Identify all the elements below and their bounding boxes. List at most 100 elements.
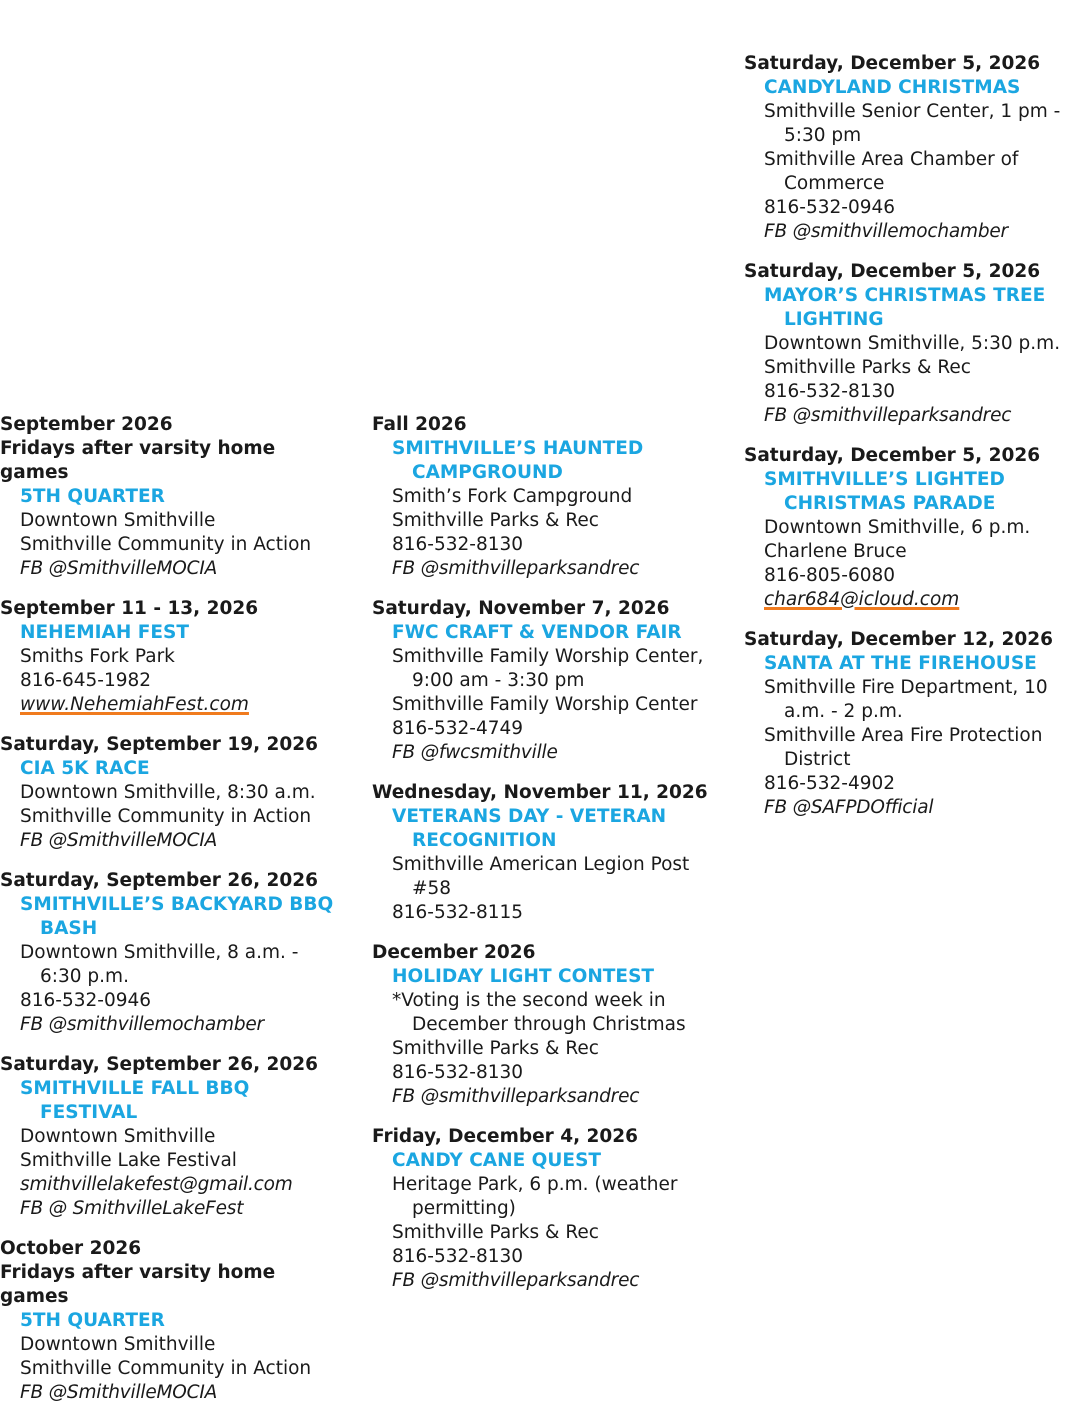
event-date: Fridays after varsity home games xyxy=(0,438,276,483)
event-detail: 816-532-8130 xyxy=(764,381,896,402)
event-contact: smithvillelakefest@gmail.com xyxy=(20,1174,293,1195)
event-detail: Smithville Area Chamber of Commerce xyxy=(764,149,1019,194)
event-detail: Smithville Community in Action xyxy=(20,806,312,827)
event-contact: FB @SmithvilleMOCIA xyxy=(20,830,218,851)
event-detail: Downtown Smithville, 6 p.m. xyxy=(764,517,1031,538)
event-detail: 816-532-8130 xyxy=(392,1062,524,1083)
event-detail: 816-532-8115 xyxy=(392,902,524,923)
event-contact: FB @ SmithvilleLakeFest xyxy=(20,1198,244,1219)
event-detail: Smithville American Legion Post #58 xyxy=(392,854,690,899)
event-title: SMITHVILLE’S LIGHTED CHRISTMAS PARADE xyxy=(764,469,1005,514)
event-contact: FB @SmithvilleMOCIA xyxy=(20,1382,218,1403)
event-contact: FB @smithvilleparksandrec xyxy=(392,1270,640,1291)
event-title: HOLIDAY LIGHT CONTEST xyxy=(392,966,655,987)
event-detail: Downtown Smithville, 8:30 a.m. xyxy=(20,782,316,803)
event-detail: Smithville Lake Festival xyxy=(20,1150,237,1171)
event-detail: Smithville Parks & Rec xyxy=(392,1222,599,1243)
event-detail: Smithville Fire Department, 10 a.m. - 2 … xyxy=(764,677,1048,722)
event-detail: Smithville Parks & Rec xyxy=(392,510,599,531)
event-detail: Downtown Smithville, 8 a.m. - 6:30 p.m. xyxy=(20,942,299,987)
event-detail: Downtown Smithville xyxy=(20,1334,216,1355)
event-detail: 816-532-0946 xyxy=(764,197,896,218)
event-date: Saturday, September 19, 2026 xyxy=(0,734,319,755)
event-detail: Downtown Smithville xyxy=(20,510,216,531)
event-date: Saturday, December 5, 2026 xyxy=(744,445,1041,466)
event-detail: Smith’s Fork Campground xyxy=(392,486,633,507)
event-title: CANDY CANE QUEST xyxy=(392,1150,602,1171)
event-title: SANTA AT THE FIREHOUSE xyxy=(764,653,1037,674)
event-detail: 816-532-8130 xyxy=(392,1246,524,1267)
event-contact: FB @smithvillemochamber xyxy=(20,1014,264,1035)
event-detail: 816-805-6080 xyxy=(764,565,896,586)
event-detail: *Voting is the second week in December t… xyxy=(392,990,686,1035)
event-link[interactable]: www.NehemiahFest.com xyxy=(20,694,249,715)
event-detail: Smithville Community in Action xyxy=(20,534,312,555)
event-contact: FB @SmithvilleMOCIA xyxy=(20,558,218,579)
event-title: FWC CRAFT & VENDOR FAIR xyxy=(392,622,682,643)
event-date: Friday, December 4, 2026 xyxy=(372,1126,639,1147)
event-contact: FB @fwcsmithville xyxy=(392,742,558,763)
event-title: MAYOR’S CHRISTMAS TREE LIGHTING xyxy=(764,285,1046,330)
event-contact: FB @smithvilleparksandrec xyxy=(392,558,640,579)
event-date: September 11 - 13, 2026 xyxy=(0,598,259,619)
event-title: VETERANS DAY - VETERAN RECOGNITION xyxy=(392,806,667,851)
event-contact: FB @SAFPDOfficial xyxy=(764,797,934,818)
event-detail: Smithville Area Fire Protection District xyxy=(764,725,1043,770)
event-title: 5TH QUARTER xyxy=(20,486,165,507)
event-date: Saturday, November 7, 2026 xyxy=(372,598,670,619)
event-date: Fridays after varsity home games xyxy=(0,1262,276,1307)
event-detail: Smithville Senior Center, 1 pm - 5:30 pm xyxy=(764,101,1061,146)
event-detail: Smithville Family Worship Center, 9:00 a… xyxy=(392,646,704,691)
event-title: CIA 5K RACE xyxy=(20,758,150,779)
event-detail: 816-532-4902 xyxy=(764,773,896,794)
event-link[interactable]: char684@icloud.com xyxy=(764,589,960,610)
event-contact: FB @smithvilleparksandrec xyxy=(764,405,1012,426)
event-detail: Heritage Park, 6 p.m. (weather permittin… xyxy=(392,1174,678,1219)
event-detail: 816-645-1982 xyxy=(20,670,152,691)
event-date: Saturday, December 12, 2026 xyxy=(744,629,1053,650)
event-detail: Smiths Fork Park xyxy=(20,646,175,667)
event-detail: Downtown Smithville xyxy=(20,1126,216,1147)
event-detail: Smithville Family Worship Center xyxy=(392,694,698,715)
event-detail: 816-532-4749 xyxy=(392,718,524,739)
event-detail: Smithville Parks & Rec xyxy=(764,357,971,378)
event-detail: Charlene Bruce xyxy=(764,541,907,562)
event-title: NEHEMIAH FEST xyxy=(20,622,189,643)
event-date: Saturday, September 26, 2026 xyxy=(0,870,319,891)
event-title: CANDYLAND CHRISTMAS xyxy=(764,77,1021,98)
event-date: Wednesday, November 11, 2026 xyxy=(372,782,708,803)
event-detail: Downtown Smithville, 5:30 p.m. xyxy=(764,333,1061,354)
event-date: Saturday, September 26, 2026 xyxy=(0,1054,319,1075)
event-contact: FB @smithvilleparksandrec xyxy=(392,1086,640,1107)
event-title: SMITHVILLE’S HAUNTED CAMPGROUND xyxy=(392,438,644,483)
event-contact: FB @smithvillemochamber xyxy=(764,221,1008,242)
event-date: September 2026 xyxy=(0,414,173,435)
event-date: Saturday, December 5, 2026 xyxy=(744,53,1041,74)
event-title: 5TH QUARTER xyxy=(20,1310,165,1331)
event-detail: Smithville Community in Action xyxy=(20,1358,312,1379)
event-title: SMITHVILLE’S BACKYARD BBQ BASH xyxy=(20,894,334,939)
event-date: Saturday, December 5, 2026 xyxy=(744,261,1041,282)
event-title: SMITHVILLE FALL BBQ FESTIVAL xyxy=(20,1078,250,1123)
event-detail: 816-532-8130 xyxy=(392,534,524,555)
event-date: December 2026 xyxy=(372,942,536,963)
event-date: October 2026 xyxy=(0,1238,142,1259)
event-detail: Smithville Parks & Rec xyxy=(392,1038,599,1059)
